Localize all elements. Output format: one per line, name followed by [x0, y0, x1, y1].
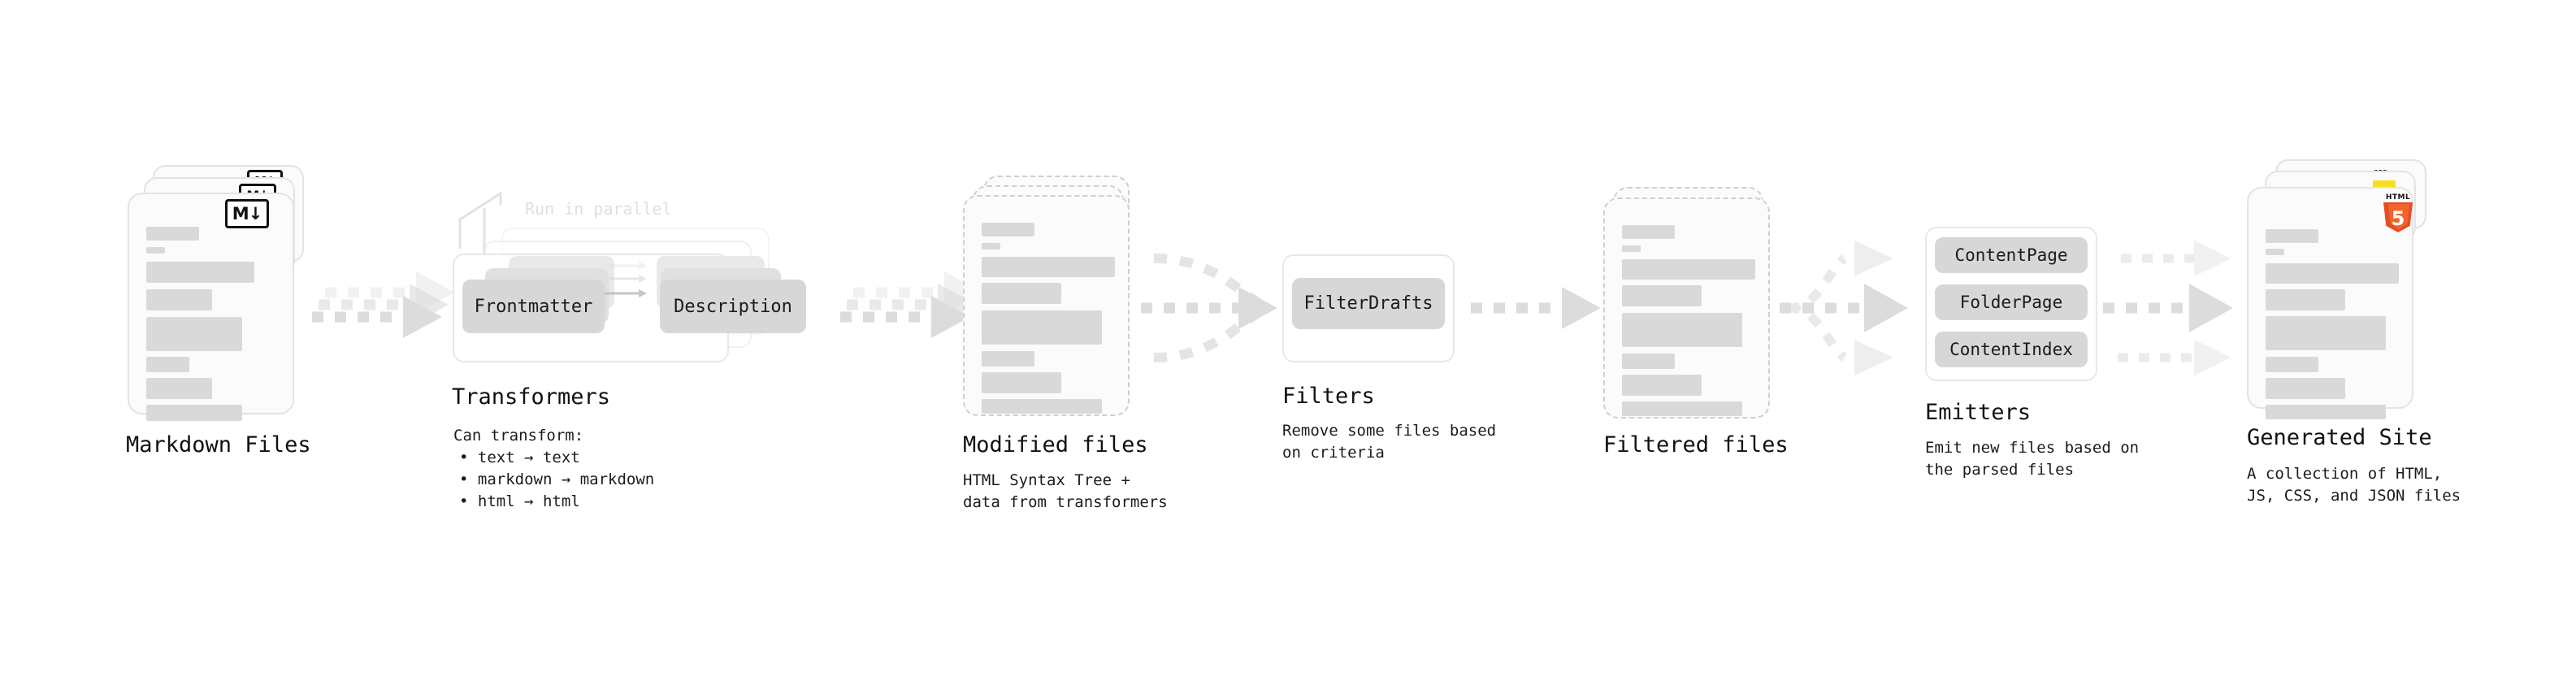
emitters-subtitle: Emit new files based on the parsed files [1925, 439, 2140, 479]
skeleton-line [146, 289, 212, 310]
html5-badge-word: HTML [2385, 193, 2411, 202]
skeleton-line [2266, 263, 2399, 284]
stage-label-filtered-files: Filtered files [1603, 432, 1789, 458]
run-in-parallel-note: Run in parallel [525, 199, 672, 219]
skeleton-line [1622, 285, 1702, 306]
emitters-chip-contentindex[interactable]: ContentIndex [1935, 332, 2088, 367]
skeleton-line [146, 247, 165, 254]
modified-card-front [963, 195, 1130, 416]
transformers-subtitle: Can transform: [453, 427, 584, 445]
transformers-bullet-item: • html → html [459, 492, 580, 510]
stage-label-transformers: Transformers [452, 384, 611, 410]
skeleton-line [2266, 378, 2345, 399]
skeleton-line [2266, 249, 2284, 255]
transformers-bullets: • text → text • markdown → markdown • ht… [459, 447, 654, 513]
stage-label-filters: Filters [1282, 384, 1375, 409]
skeleton-line [982, 257, 1115, 277]
skeleton-line [146, 357, 189, 372]
markdown-badge-icon: M↓ [225, 199, 269, 228]
filters-chip-filterdrafts[interactable]: FilterDrafts [1292, 278, 1445, 329]
transformer-inner-arrows [605, 262, 647, 297]
skeleton-line [2266, 357, 2318, 372]
filtered-card-front [1603, 197, 1770, 419]
transformers-bullet-item: • text → text [459, 449, 580, 466]
site-card-front [2247, 187, 2413, 419]
skeleton-line [1622, 375, 1702, 396]
skeleton-line [2266, 316, 2386, 350]
generated-site-subtitle: A collection of HTML, JS, CSS, and JSON … [2247, 465, 2461, 505]
arrow-emitters-to-site [2103, 241, 2233, 375]
html5-badge-icon: HTML 5 [2381, 193, 2415, 232]
skeleton-line [982, 399, 1102, 414]
skeleton-line [982, 283, 1061, 304]
skeleton-line [146, 405, 242, 421]
skeleton-line [982, 351, 1034, 367]
skeleton-line [146, 262, 254, 283]
transformers-bullet-item: • markdown → markdown [459, 471, 655, 488]
modified-files-subtitle: HTML Syntax Tree + data from transformer… [963, 471, 1168, 511]
skeleton-line [1622, 354, 1675, 369]
skeleton-line [1622, 313, 1742, 347]
skeleton-line [2266, 229, 2318, 243]
arrow-filters-to-filtered [1471, 287, 1601, 329]
skeleton-line [2266, 405, 2386, 419]
stage-label-markdown-files: Markdown Files [126, 432, 311, 458]
skeleton-line [982, 372, 1061, 393]
emitters-chip-contentpage[interactable]: ContentPage [1935, 237, 2088, 273]
skeleton-line [146, 317, 242, 351]
arrow-filtered-to-emitters [1780, 241, 1908, 375]
skeleton-line [1622, 225, 1675, 239]
arrow-modified-to-filters [1141, 254, 1277, 362]
arrow-transformers-to-modified [840, 271, 983, 338]
html5-badge-number: 5 [2391, 207, 2405, 230]
transformer-chip-description[interactable]: Description [660, 280, 806, 333]
skeleton-line [146, 378, 212, 399]
stage-label-modified-files: Modified files [963, 432, 1148, 458]
skeleton-line [982, 310, 1102, 345]
skeleton-line [982, 223, 1034, 236]
skeleton-line [146, 227, 199, 241]
stage-label-generated-site: Generated Site [2247, 425, 2432, 450]
skeleton-line [1622, 401, 1742, 416]
skeleton-line [1622, 259, 1755, 280]
transformer-chip-frontmatter[interactable]: Frontmatter [462, 280, 605, 333]
filters-subtitle: Remove some files based on criteria [1282, 422, 1497, 462]
skeleton-line [2266, 289, 2345, 310]
markdown-card-front [128, 193, 294, 421]
skeleton-line [982, 243, 1000, 249]
emitters-chip-folderpage[interactable]: FolderPage [1935, 284, 2088, 320]
skeleton-line [1622, 245, 1641, 252]
stage-label-emitters: Emitters [1925, 400, 2032, 425]
arrow-markdown-to-transformers [312, 271, 455, 338]
